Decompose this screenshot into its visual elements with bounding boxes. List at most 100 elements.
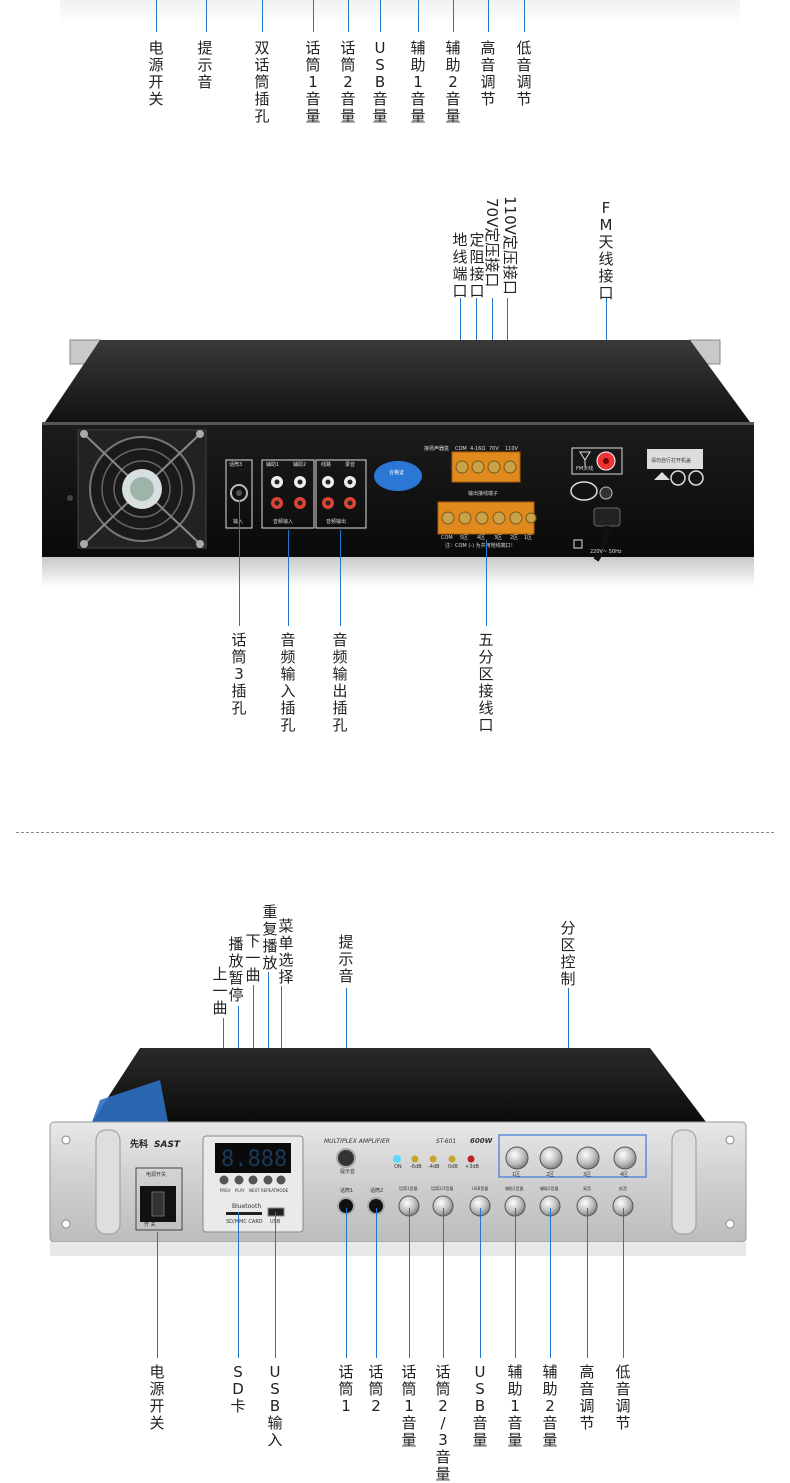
front-power-box-text: 电源开关 [146, 1172, 167, 1178]
front-btn-label-4: MODE [276, 1188, 289, 1193]
front-line-treble [587, 1208, 588, 1358]
front-led-label-4: +3dB [465, 1164, 479, 1170]
top-line-bass [524, 0, 525, 32]
front-line-power [157, 1232, 158, 1358]
front-panel-device: 8.888 [49, 1048, 747, 1256]
top-label-prompt: 提示音 [197, 39, 213, 91]
rear-zone1: 1区 [524, 535, 533, 541]
front-label-play: 播放暂停 [228, 935, 244, 1004]
front-btn-label-3: REPEAT [261, 1188, 277, 1193]
front-knob-label-5: 高音 [583, 1186, 591, 1191]
top-line-aux1 [418, 0, 419, 32]
rear-label-audio-in: 音频输入插孔 [280, 631, 296, 734]
front-zone-knob-1: 2区 [546, 1172, 555, 1178]
front-label-treble: 高音调节 [579, 1363, 595, 1432]
front-knob-label-2: USB音量 [472, 1186, 489, 1191]
front-line-mic23v [443, 1208, 444, 1358]
front-led-label-1: -6dB [410, 1164, 422, 1170]
front-zone-knob-3: 4区 [620, 1172, 629, 1178]
rear-term-r: 4-16Ω [470, 446, 486, 452]
rear-zone-note: 注：COM (-) 为共用地线端口！ [445, 543, 516, 549]
rear-label-70v: 70V定压接口 [483, 198, 501, 288]
front-zone-knob-0: 1区 [512, 1172, 521, 1178]
front-line-aux1v [515, 1208, 516, 1358]
front-mic1-text: 话筒1 [340, 1188, 354, 1194]
rear-term-110: 110V [505, 446, 518, 452]
rear-zone2: 2区 [510, 535, 519, 541]
front-card: SD/MMC CARD [226, 1219, 263, 1225]
front-label-zone: 分区控制 [560, 919, 576, 988]
front-btn-label-2: NEXT [249, 1188, 260, 1193]
front-on-off: 开 关 [144, 1222, 156, 1228]
section-divider [16, 832, 774, 833]
front-line-sd [238, 1212, 239, 1358]
top-line-dual-mic [262, 0, 263, 32]
top-line-mic2 [348, 0, 349, 32]
top-label-power: 电源开关 [148, 39, 164, 108]
front-btn-label-0: PREV [220, 1188, 231, 1193]
front-brand-cn: 先科 [130, 1140, 149, 1150]
rear-line-audio-in [288, 530, 289, 626]
top-device-edge [60, 0, 740, 24]
rear-out-footer: 音频输出 [326, 519, 347, 525]
rear-label-110v: 110V定压接口 [501, 196, 519, 295]
front-model: ST-601 [436, 1138, 457, 1145]
top-label-bass: 低音调节 [516, 39, 532, 108]
rear-zone-hdr: 输出接线端子 [468, 491, 499, 497]
rear-line-text: 线路 [321, 462, 332, 468]
rear-warn-text: 请勿自行打开机盖 [651, 458, 692, 464]
front-led-label-2: -4dB [428, 1164, 440, 1170]
top-line-treble [488, 0, 489, 32]
front-line-usbv [480, 1208, 481, 1358]
rear-line-mic3 [239, 500, 240, 626]
rear-label-zones: 五分区接线口 [478, 631, 494, 734]
front-line-bass [623, 1208, 624, 1358]
rear-mic3-footer: 输入 [233, 519, 244, 525]
rear-label-fixed-r: 定阻接口 [469, 231, 485, 300]
top-label-treble: 高音调节 [480, 39, 496, 108]
front-knob-label-4: 辅助2音量 [540, 1186, 559, 1191]
rear-fm-text: FM天线 [576, 466, 594, 472]
front-model-desc: MULTIPLEX AMPLIFIER [324, 1138, 390, 1145]
front-knob-label-3: 辅助1音量 [505, 1186, 524, 1191]
front-knob-label-1: 话筒2/3音量 [431, 1186, 454, 1191]
rear-label-audio-out: 音频输出插孔 [332, 631, 348, 734]
front-mic2-text: 话筒2 [370, 1188, 384, 1194]
front-line-aux2v [550, 1208, 551, 1358]
front-label-repeat: 重复播放 [262, 903, 278, 972]
top-line-mic1 [313, 0, 314, 32]
rear-term-hdr: 接扬声器盒 [424, 446, 450, 452]
front-led-label-3: 0dB [448, 1164, 458, 1170]
rear-panel-device [42, 339, 754, 587]
rear-line-audio-out [340, 530, 341, 626]
rear-seal-text: 合格证 [389, 470, 405, 476]
rear-zone5: 5区 [460, 535, 469, 541]
rear-term-com: COM [455, 446, 467, 452]
front-label-bass: 低音调节 [615, 1363, 631, 1432]
rear-mic3-header: 话筒3 [229, 462, 243, 468]
front-brand-en: SAST [154, 1140, 181, 1150]
top-label-dual-mic: 双话筒插孔 [254, 39, 270, 125]
rear-zone-com: COM [441, 535, 453, 541]
front-label-power: 电源开关 [149, 1363, 165, 1432]
front-line-mic1v [409, 1208, 410, 1358]
front-led-label-0: ON [394, 1164, 402, 1170]
front-label-menu: 菜单选择 [278, 917, 294, 986]
fan-icon [77, 429, 207, 549]
front-prompt-text: 提示音 [340, 1169, 356, 1175]
rear-aux2-text: 辅助2 [293, 462, 307, 468]
rear-term-70: 70V [489, 446, 499, 452]
front-line-usb-in [275, 1212, 276, 1358]
front-label-next: 下一曲 [245, 932, 261, 984]
